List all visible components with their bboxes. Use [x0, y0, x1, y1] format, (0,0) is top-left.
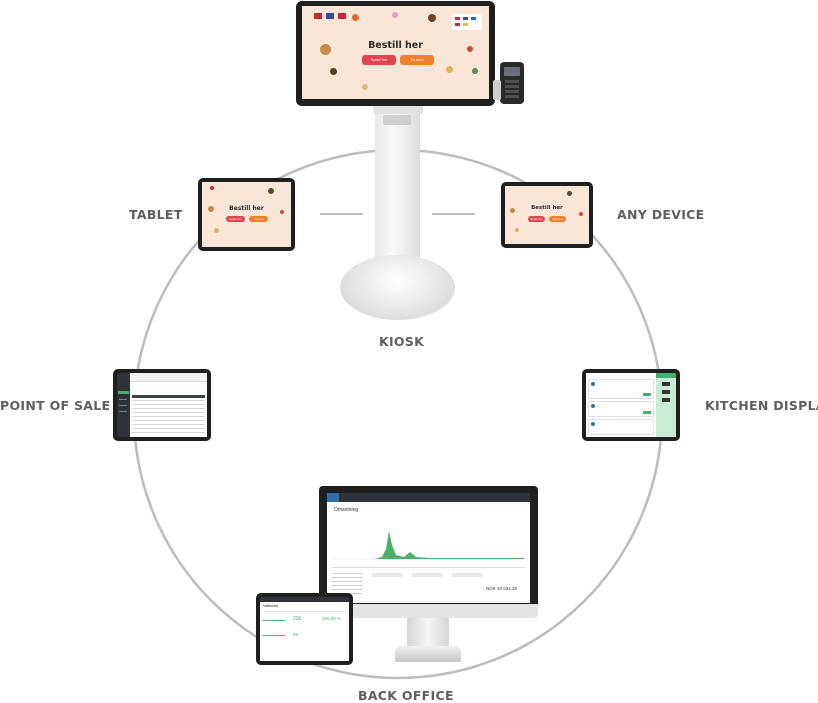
tablet-stats-nav [260, 597, 349, 602]
label-any-device: ANY DEVICE [617, 207, 705, 222]
food-icon [472, 68, 478, 74]
kiosk-screen: Bestill her Spise her Ta med [302, 6, 489, 99]
back-office-title: Omsetning [334, 507, 359, 513]
kiosk-printer-slot [383, 115, 411, 125]
tablet-order-title: Bestill her [229, 205, 264, 212]
kiosk-eat-here-button[interactable]: Spise her [362, 55, 396, 65]
pos-screen [117, 373, 207, 437]
food-icon [268, 188, 274, 194]
back-office-summary: NOK 34 031,20 [332, 567, 525, 601]
food-icon [210, 186, 214, 190]
kitchen-order-card [588, 401, 654, 417]
food-icon [567, 191, 572, 196]
food-icon [214, 228, 219, 233]
food-icon [320, 44, 331, 55]
food-icon [446, 66, 453, 73]
monitor-neck [407, 618, 449, 648]
food-icon [428, 14, 436, 22]
back-office-nav [327, 493, 530, 502]
food-icon [352, 14, 359, 21]
food-icon [467, 46, 473, 52]
pos-rows [132, 400, 205, 434]
pos-header [130, 373, 207, 382]
food-icon [515, 228, 519, 232]
revenue-chart [334, 531, 524, 560]
kiosk-takeaway-button[interactable]: Ta med [400, 55, 434, 65]
tablet-takeaway-button[interactable]: Ta med [249, 216, 268, 222]
kiosk-stand [375, 105, 420, 265]
back-office-tablet: Nøkkeltall 236 100,00 % 95 [256, 593, 353, 665]
revenue-chart-area [334, 531, 524, 559]
food-icon [510, 208, 515, 213]
tablet-stats-percent: 100,00 % [322, 616, 342, 621]
food-icon [330, 68, 337, 75]
monitor-foot [395, 646, 461, 662]
kiosk-flags [314, 13, 354, 19]
kitchen-done-column [656, 373, 676, 437]
kiosk-device: Bestill her Spise her Ta med [295, 0, 530, 325]
food-icon [392, 12, 398, 18]
kiosk-base [340, 255, 455, 320]
monitor-chin [319, 604, 538, 618]
any-device-screen: Bestill her Spise her Ta med [505, 186, 589, 244]
back-office-screen: Omsetning NOK 34 031,20 [327, 493, 530, 603]
back-office-tablet-screen: Nøkkeltall 236 100,00 % 95 [260, 597, 349, 661]
pos-device [113, 369, 211, 441]
any-device-eat-here-button[interactable]: Spise her [528, 216, 545, 222]
label-back-office: BACK OFFICE [358, 688, 454, 703]
kiosk-language-panel [452, 14, 482, 30]
any-device-takeaway-button[interactable]: Ta med [549, 216, 566, 222]
kitchen-display-device [582, 369, 680, 441]
card-terminal [500, 62, 524, 104]
tablet-eat-here-button[interactable]: Spise her [226, 216, 245, 222]
kitchen-order-card [588, 419, 654, 435]
any-device-order-title: Bestill her [531, 205, 563, 211]
any-device: Bestill her Spise her Ta med [501, 182, 593, 248]
kitchen-screen [586, 373, 676, 437]
label-tablet: TABLET [129, 207, 183, 222]
tablet-screen: Bestill her Spise her Ta med [202, 182, 291, 247]
label-kiosk: KIOSK [379, 334, 425, 349]
pos-table-header [132, 395, 205, 398]
label-kitchen-display: KITCHEN DISPLAY [705, 398, 818, 413]
food-icon [208, 206, 214, 212]
back-office-monitor: Omsetning NOK 34 031,20 [319, 486, 538, 666]
tablet-stats-small: 95 [293, 632, 299, 637]
food-icon [579, 212, 583, 216]
back-office-total: NOK 34 031,20 [486, 586, 518, 591]
pos-sidebar [117, 373, 130, 437]
label-point-of-sale: POINT OF SALE [0, 398, 111, 413]
terminal-arm [493, 80, 501, 100]
food-icon [362, 84, 368, 90]
tablet-stats-title: Nøkkeltall [263, 604, 279, 608]
tablet-stats-count: 236 [293, 616, 302, 622]
kiosk-order-title: Bestill her [368, 40, 423, 51]
food-icon [280, 210, 284, 214]
tablet-device: Bestill her Spise her Ta med [198, 178, 295, 251]
tablet-stats-grid [263, 611, 346, 612]
kitchen-order-card [588, 379, 654, 399]
